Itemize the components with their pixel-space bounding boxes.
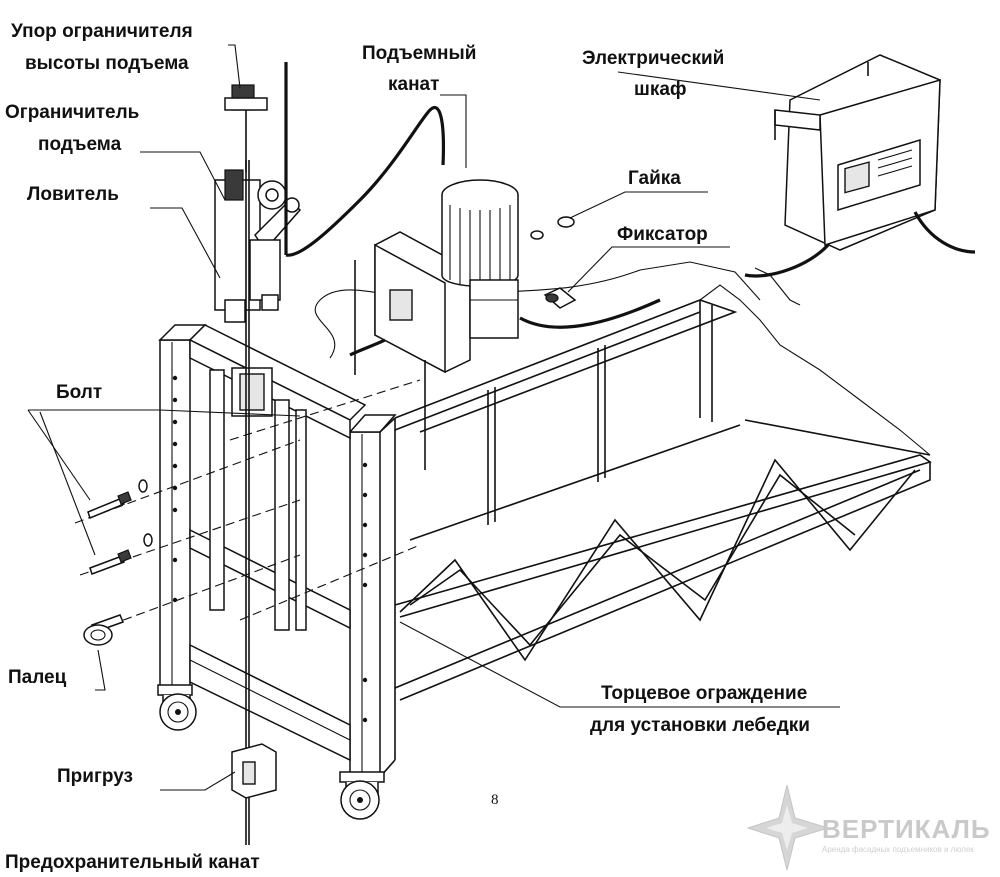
- nut-and-fixator: [530, 216, 577, 309]
- ropes: [231, 62, 446, 845]
- label-palets: Палец: [8, 667, 67, 688]
- label-ogranichitel-line1: Ограничитель: [5, 102, 139, 123]
- label-upor-line2: высоты подъема: [25, 53, 189, 74]
- watermark: ВЕРТИКАЛЬ ПРО Аренда фасадных подъемнико…: [746, 784, 1000, 871]
- label-podemny-line2: канат: [388, 74, 439, 95]
- watermark-title: ВЕРТИКАЛЬ ПРО: [822, 814, 1000, 844]
- winch-unit: [354, 179, 519, 470]
- post-holes: [172, 375, 368, 723]
- label-upor-line1: Упор ограничителя: [11, 21, 193, 42]
- pin: [83, 614, 125, 646]
- watermark-logo-icon: [746, 784, 830, 871]
- electric-cabinet: [349, 54, 976, 357]
- label-fiksator: Фиксатор: [617, 224, 708, 245]
- page-number: 8: [491, 792, 499, 808]
- bolt-upper: [87, 479, 148, 519]
- watermark-subtitle: Аренда фасадных подъемников и люлек: [822, 845, 974, 854]
- caster-wheel-right: [339, 771, 385, 820]
- leader-lines: [27, 44, 840, 791]
- caster-wheel-left: [157, 684, 197, 731]
- bolt-lower: [89, 533, 153, 575]
- label-bolt: Болт: [56, 382, 102, 403]
- label-predokhranitelny: Предохранительный канат: [5, 852, 260, 873]
- rope-devices: [214, 84, 302, 417]
- label-tortsevoe-line2: для установки лебедки: [590, 715, 810, 736]
- platform-truss: [314, 261, 932, 701]
- label-gayka: Гайка: [628, 168, 681, 189]
- label-shkaf-line2: шкаф: [634, 79, 687, 100]
- label-lovitel: Ловитель: [27, 184, 119, 205]
- label-podemny-line1: Подъемный: [362, 43, 476, 64]
- label-tortsevoe-line1: Торцевое ограждение: [601, 683, 807, 704]
- label-shkaf-line1: Электрический: [582, 48, 724, 69]
- label-prigruz: Пригруз: [57, 766, 133, 787]
- label-ogranichitel-line2: подъема: [38, 134, 122, 155]
